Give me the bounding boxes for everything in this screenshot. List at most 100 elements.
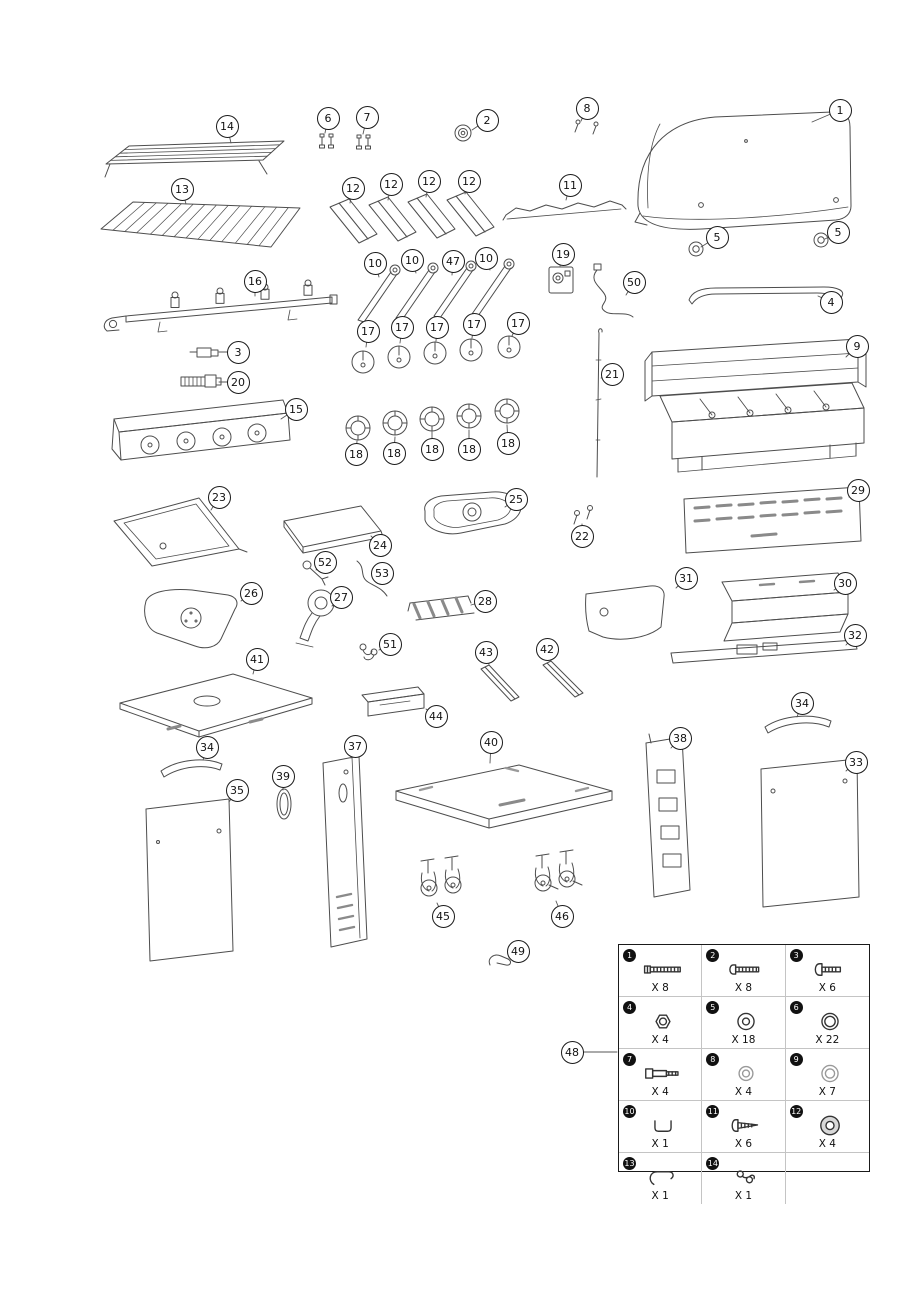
part-tank-scale-rod	[595, 328, 603, 478]
part-cooking-grates	[100, 201, 301, 248]
hardware-item-number: 10	[623, 1105, 636, 1118]
part-drawer-box	[361, 686, 425, 717]
callout-leader-lines	[181, 107, 859, 1053]
part-screws-8	[574, 119, 599, 135]
part-tray-holder	[113, 497, 248, 567]
hardware-item-5: 5 X 18	[702, 997, 786, 1049]
hardware-item-qty: X 1	[651, 1190, 669, 1202]
part-back-panel	[683, 486, 862, 554]
part-electrode-wire	[356, 560, 388, 597]
hardware-item-qty: X 8	[651, 982, 669, 994]
part-igniter-module	[548, 266, 574, 294]
part-lid	[634, 111, 852, 230]
hardware-item-qty: X 4	[734, 1086, 753, 1098]
hardware-item-qty: X 22	[815, 1034, 840, 1046]
part-grommet	[454, 124, 472, 142]
part-door-right	[760, 758, 860, 908]
hardware-item-number: 3	[789, 949, 803, 962]
hardware-item-qty: X 18	[731, 1034, 756, 1046]
part-manifold	[103, 279, 338, 333]
part-electrode	[302, 560, 329, 586]
nylon-ring-icon	[809, 1062, 851, 1085]
part-hose-connector	[180, 374, 222, 388]
hardware-item-9: 9 X 7	[785, 1049, 869, 1101]
hardware-item-qty: X 1	[734, 1190, 753, 1202]
part-bolts-7	[356, 134, 371, 150]
part-casters-fixed	[420, 855, 462, 897]
part-lid-washers	[688, 232, 829, 257]
part-cross-rail	[670, 639, 858, 664]
part-matchstick-holder	[359, 643, 378, 661]
hardware-item-number: 2	[706, 949, 720, 962]
part-side-shelf	[283, 505, 384, 554]
hardware-item-10: 10 X 1	[619, 1101, 703, 1153]
part-control-knobs	[351, 335, 521, 374]
hardware-item-number: 6	[789, 1001, 803, 1014]
u-clip-icon	[642, 1114, 684, 1137]
part-crossover-tube	[502, 200, 627, 221]
part-warming-grid-small	[407, 595, 475, 621]
part-frame-panel-right	[645, 728, 691, 898]
part-igniter-wire	[593, 263, 634, 318]
part-regulator-fitting	[189, 347, 219, 358]
flat-washer-thin-icon	[809, 1010, 851, 1033]
part-casters-locking	[534, 849, 583, 892]
part-support-bracket-left	[480, 664, 520, 702]
hardware-item-11: 11 X 6	[702, 1101, 786, 1153]
hardware-item-qty: X 8	[734, 982, 753, 994]
part-tank-ring	[276, 788, 292, 820]
hardware-item-qty: X 7	[818, 1086, 836, 1098]
hardware-item-8: 8 X 4	[702, 1049, 786, 1101]
hardware-item-qty: X 6	[818, 982, 836, 994]
part-control-panel	[111, 399, 291, 461]
large-washer-icon	[809, 1114, 851, 1137]
hardware-item-13: 13 X 1	[619, 1153, 703, 1204]
part-burner-tubes	[357, 258, 515, 323]
part-cart-bottom-panel	[395, 764, 613, 829]
hardware-item-qty: X 4	[818, 1138, 836, 1150]
hardware-item-12: 12 X 4	[785, 1101, 869, 1153]
cotter-chain-icon	[725, 1166, 767, 1189]
part-door-left	[145, 798, 234, 962]
part-cart-top-panel	[119, 673, 313, 738]
hardware-cell-empty	[786, 1153, 869, 1204]
hardware-item-number: 7	[623, 1053, 636, 1066]
hardware-item-qty: X 1	[651, 1138, 669, 1150]
part-screws-6	[319, 133, 334, 149]
pan-head-screw-icon	[725, 958, 767, 981]
hardware-item-number: 5	[706, 1001, 720, 1014]
hardware-item-number: 8	[706, 1053, 720, 1066]
hook-icon	[642, 1166, 684, 1189]
hardware-item-3: 3 X 6	[785, 945, 869, 997]
part-door-handle-left	[160, 759, 223, 778]
hardware-item-qty: X 6	[734, 1138, 753, 1150]
part-screws-22	[573, 505, 593, 525]
hardware-item-number: 12	[789, 1105, 803, 1118]
part-frame-panel-left	[322, 755, 368, 948]
truss-screw-icon	[809, 958, 851, 981]
hardware-item-number: 13	[623, 1157, 636, 1170]
part-firebox-assembly	[644, 338, 867, 473]
part-warming-rack	[104, 140, 285, 178]
nylon-washer-icon	[725, 1062, 767, 1085]
shoulder-bolt-icon	[642, 1062, 684, 1085]
part-door-handle-right	[764, 715, 832, 734]
part-shelf-bracket	[721, 572, 849, 642]
hardware-item-number: 14	[706, 1157, 720, 1170]
part-round-burner	[295, 589, 335, 648]
part-knob-bezels	[345, 398, 520, 441]
hardware-item-14: 14 X 1	[702, 1153, 786, 1204]
hardware-item-number: 11	[706, 1105, 720, 1118]
hex-nut-icon	[642, 1010, 684, 1033]
hardware-item-number: 9	[789, 1053, 803, 1066]
part-flavorizer-bars	[329, 191, 495, 244]
hardware-item-2: 2 X 8	[702, 945, 786, 997]
flat-washer-icon	[725, 1010, 767, 1033]
part-tank-hook	[488, 954, 511, 966]
part-side-panel	[585, 585, 665, 640]
